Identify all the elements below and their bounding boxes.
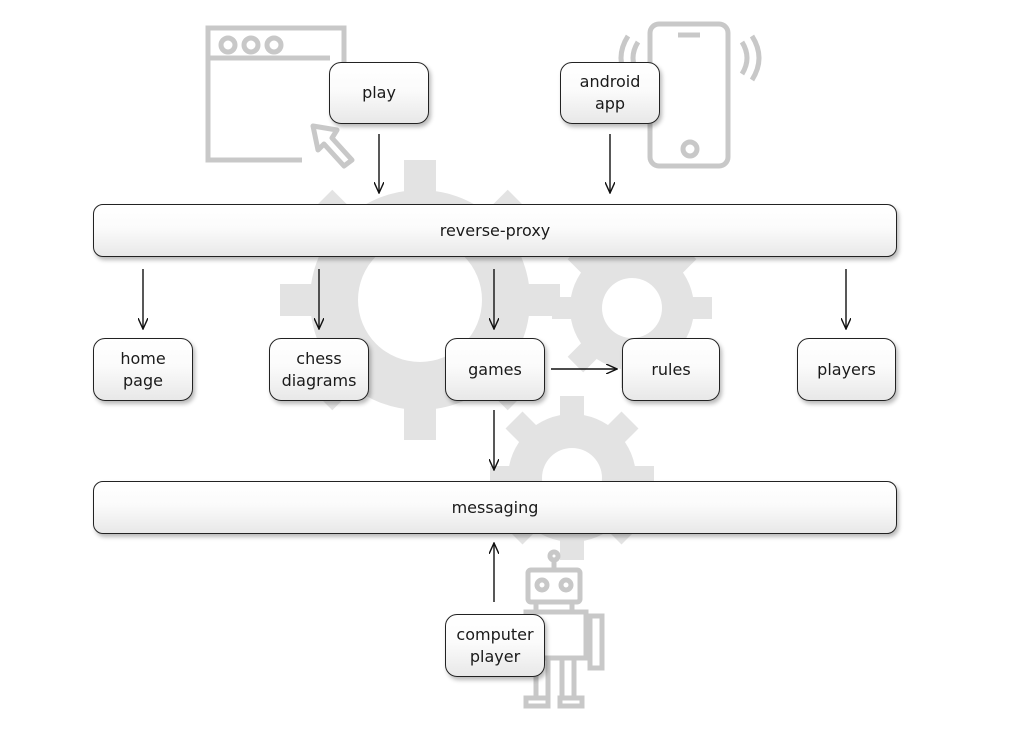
node-android-app: android app [560, 62, 660, 124]
browser-window-icon [205, 25, 347, 163]
node-reverse-proxy: reverse-proxy [93, 204, 897, 257]
edges [143, 134, 846, 602]
node-chess-diagrams: chess diagrams [269, 338, 369, 401]
node-rules: rules [622, 338, 720, 401]
node-play: play [329, 62, 429, 124]
node-players: players [797, 338, 896, 401]
node-messaging: messaging [93, 481, 897, 534]
node-games: games [445, 338, 545, 401]
node-home-page: home page [93, 338, 193, 401]
cursor-arrow-icon [310, 123, 355, 169]
node-computer-player: computer player [445, 614, 545, 677]
